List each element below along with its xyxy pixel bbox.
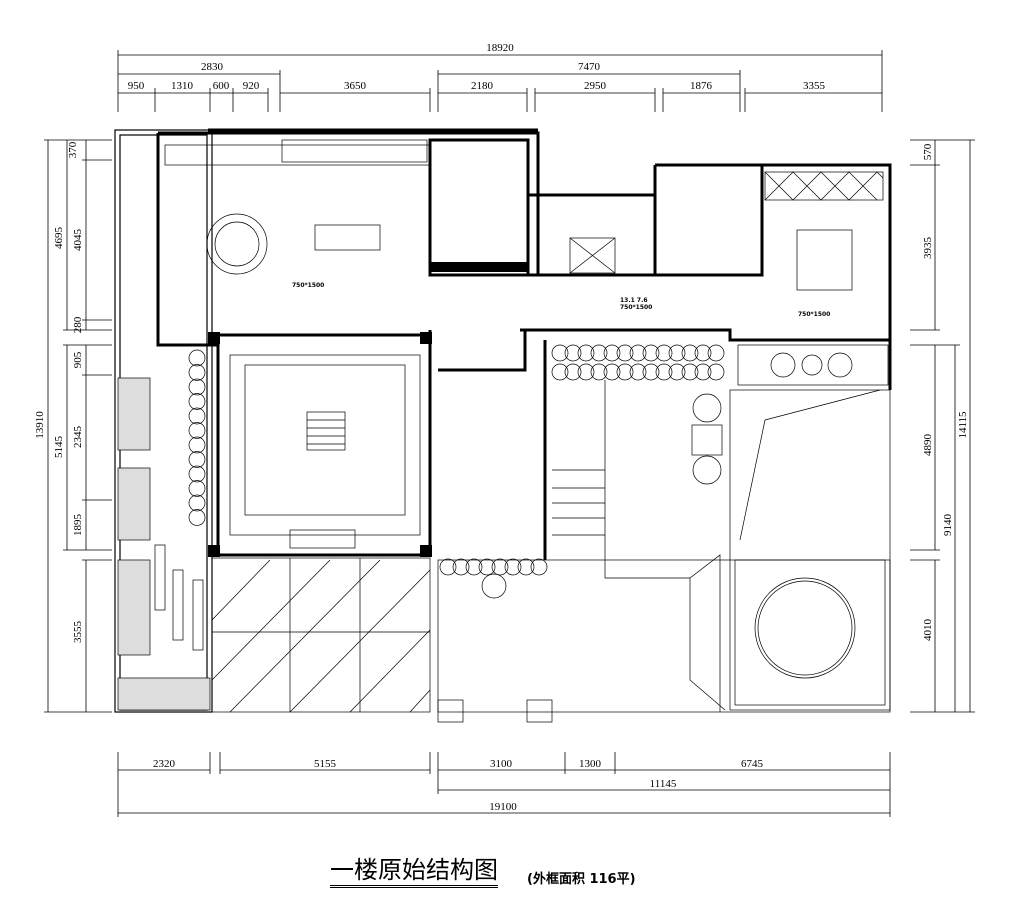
dim-top: 3650 [344, 80, 367, 92]
shrub-icon [668, 363, 686, 381]
shrub-icon [564, 344, 582, 362]
shrub-icon [655, 344, 673, 362]
dim-left: 4045 [72, 229, 84, 252]
shrub-icon [590, 363, 608, 381]
shrub-icon [629, 344, 647, 362]
room-label: 750*1500 [292, 282, 324, 289]
room-label-hall: 13.1 7.6 [620, 297, 648, 304]
shrub-icon [188, 465, 206, 483]
shrub-icon [694, 363, 712, 381]
dim-bottom: 2320 [153, 758, 176, 770]
dim-top: 1876 [690, 80, 713, 92]
dim-right: 4010 [922, 619, 934, 642]
dim-top-mid: 2830 [201, 61, 224, 73]
shrub-icon [590, 344, 608, 362]
shrub-icon [616, 363, 634, 381]
dim-left: 3555 [72, 621, 84, 644]
shrub-icon [616, 344, 634, 362]
shrub-icon [707, 363, 725, 381]
shrub-icon [577, 344, 595, 362]
shrub-icon [188, 349, 206, 367]
dim-top: 1310 [171, 80, 194, 92]
shrub-icon [655, 363, 673, 381]
shrub-icon [642, 344, 660, 362]
bottom-dimensions: 2320 5155 3100 1300 6745 11145 19100 [117, 752, 891, 817]
shrub-icon [694, 344, 712, 362]
dim-top: 3355 [803, 80, 826, 92]
drawing-subtitle: (外框面积 116平) [527, 872, 636, 887]
dim-left: 905 [72, 351, 84, 368]
dim-right: 570 [922, 143, 934, 160]
dim-left: 280 [72, 316, 84, 333]
walls [114, 128, 892, 723]
dim-right: 4890 [922, 434, 934, 457]
drawing-title: 一楼原始结构图 [330, 856, 498, 888]
shrub-icon [188, 422, 206, 439]
shrub-icon [551, 344, 569, 362]
right-dimensions: 570 3935 4890 14115 9140 4010 [910, 139, 975, 713]
shrub-icon [642, 363, 660, 381]
shrub-icon [439, 558, 457, 576]
top-dimensions: 18920 2830 7470 950 1310 600 920 3650 21… [117, 42, 883, 112]
dim-top: 920 [243, 80, 260, 92]
dim-left: 5145 [53, 436, 65, 459]
shrub-icon [452, 558, 470, 576]
dim-right: 9140 [942, 514, 954, 537]
dim-top: 2180 [471, 80, 494, 92]
dim-top-total: 18920 [486, 42, 514, 54]
shrub-icon [629, 363, 647, 381]
left-dimensions: 370 4695 4045 280 13910 905 2345 5145 18… [34, 139, 112, 713]
shrub-icon [188, 378, 206, 396]
shrub-icon [188, 436, 206, 454]
shrub-icon [188, 393, 206, 410]
dim-top: 600 [213, 80, 230, 92]
shrub-icon [551, 363, 569, 381]
dim-bottom: 6745 [741, 758, 764, 770]
shrub-icon [188, 407, 206, 425]
dim-left: 2345 [72, 426, 84, 449]
dining-table [206, 213, 381, 275]
dim-bottom: 5155 [314, 758, 337, 770]
dim-top-mid: 7470 [578, 61, 601, 73]
shrub-icon [478, 558, 496, 576]
dim-right: 3935 [922, 237, 934, 260]
shrub-icon [681, 363, 699, 381]
shrub-icon [188, 451, 206, 468]
dim-left: 4695 [53, 227, 65, 250]
shrub-icon [188, 509, 206, 526]
shrub-icon [465, 558, 483, 576]
shrub-icon [530, 558, 548, 576]
shrub-icon [188, 494, 206, 512]
shrub-icon [188, 364, 206, 381]
shrub-icon [504, 558, 522, 576]
shrub-icon [517, 558, 535, 576]
shrub-icon [668, 344, 686, 362]
dim-top: 2950 [584, 80, 607, 92]
shrub-icon [603, 363, 621, 381]
room-label-hall-sub: 750*1500 [620, 304, 652, 311]
glass-floor [211, 557, 431, 713]
room-label-bedroom: 750*1500 [798, 311, 830, 318]
dim-bottom-sub: 11145 [650, 778, 677, 790]
shrub-icon [603, 344, 621, 362]
shrub-icon [707, 344, 725, 362]
shrub-icon [681, 344, 699, 362]
shrub-icon [564, 363, 582, 381]
dim-left: 13910 [34, 411, 46, 439]
shrub-icon [491, 558, 509, 576]
shrub-icon [577, 363, 595, 381]
dim-bottom-total: 19100 [489, 801, 517, 813]
dim-right: 14115 [957, 411, 969, 439]
shrubs [188, 344, 725, 576]
dim-top: 950 [128, 80, 145, 92]
shrub-icon [188, 480, 206, 497]
dim-bottom: 1300 [579, 758, 602, 770]
dim-left: 370 [67, 141, 79, 158]
dim-left: 1895 [72, 514, 84, 537]
dim-bottom: 3100 [490, 758, 513, 770]
planter-strips [117, 377, 211, 711]
